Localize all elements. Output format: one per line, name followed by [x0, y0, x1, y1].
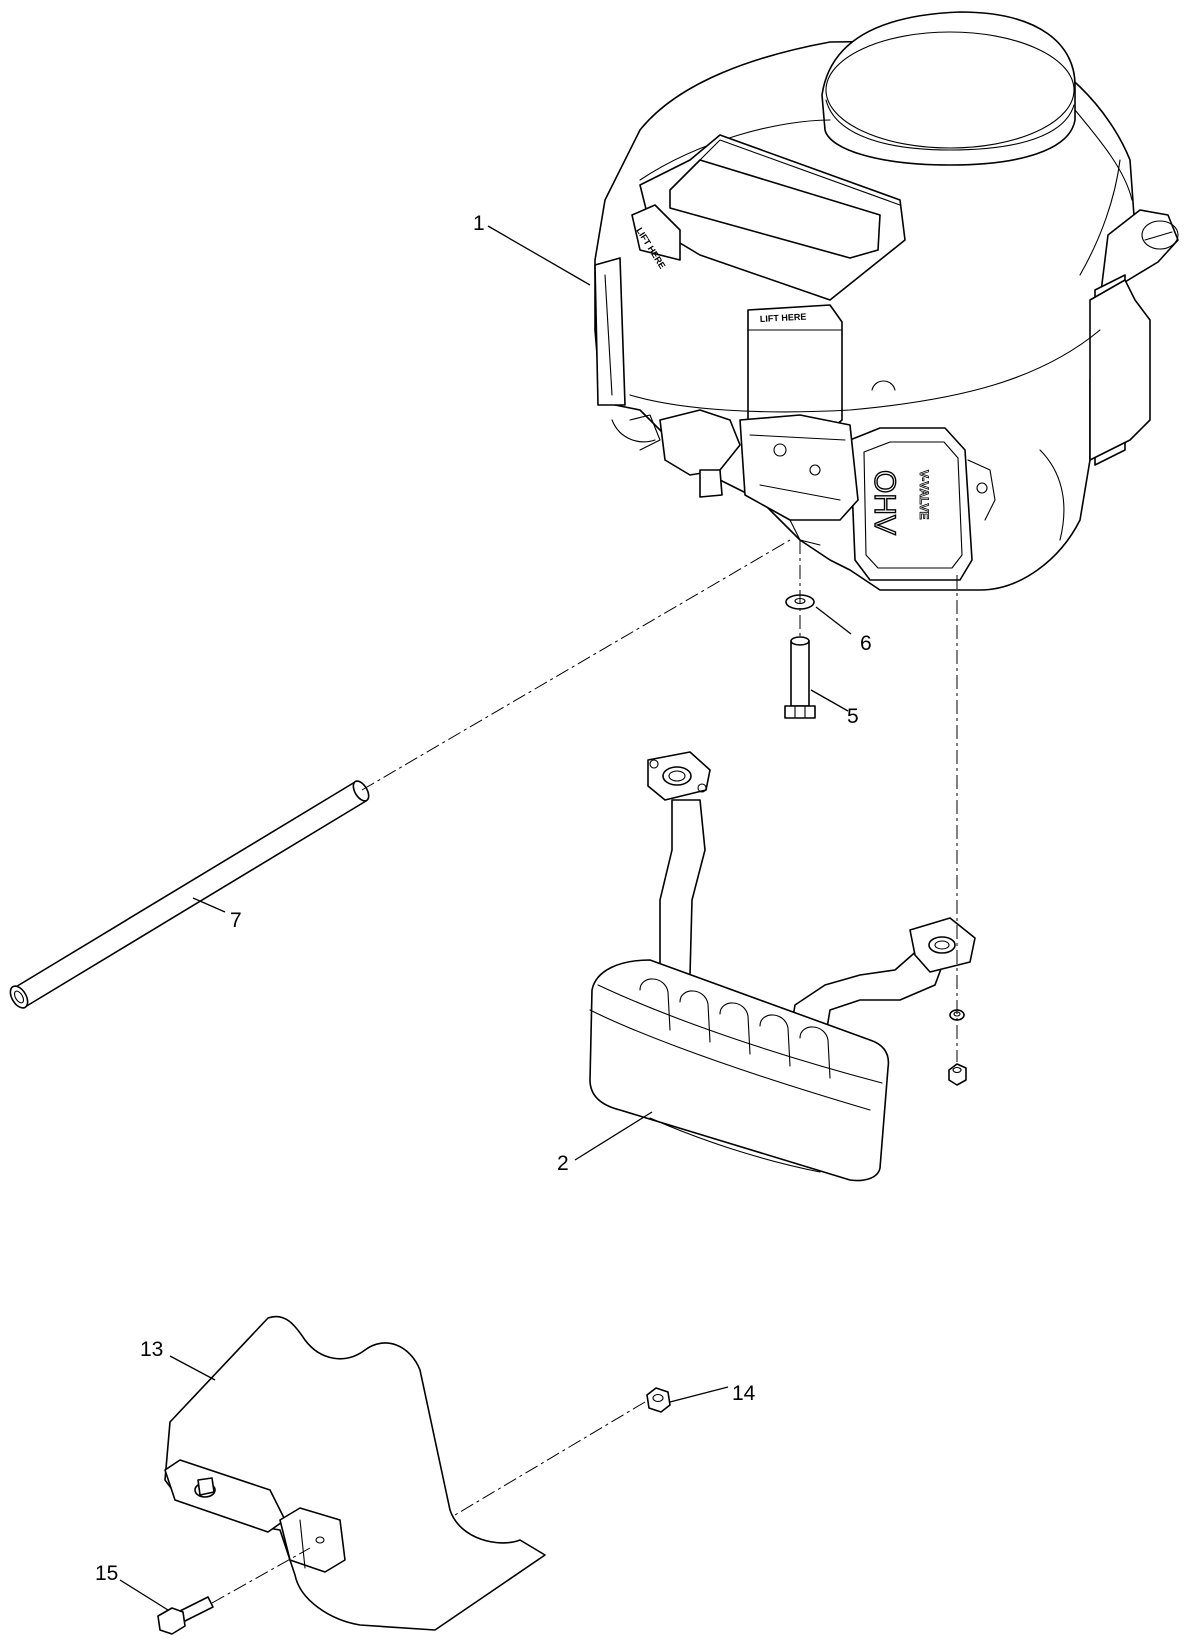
- bolt: [784, 636, 816, 719]
- tube: [9, 780, 370, 1009]
- callout-bolt: 5: [847, 705, 859, 728]
- leader-shield-nut: [669, 1386, 729, 1403]
- callout-shield-nut: 14: [732, 1382, 756, 1405]
- callout-muffler: 2: [557, 1152, 569, 1175]
- leader-washer: [815, 606, 852, 635]
- callout-heat-shield: 13: [140, 1338, 163, 1361]
- leader-bolt: [810, 689, 849, 712]
- callout-shield-bolt: 15: [95, 1562, 118, 1585]
- v-valve-decal: V-VALVE: [917, 470, 931, 520]
- ohv-decal: OHV: [868, 470, 901, 535]
- phantom-line-shield-bolt: [211, 1547, 311, 1604]
- callout-tube: 7: [230, 909, 242, 932]
- leader-shield-bolt: [119, 1579, 169, 1611]
- lift-here-front-decal: LIFT HERE: [760, 312, 807, 324]
- shield-bolt: [157, 1596, 214, 1635]
- leader-muffler: [574, 1111, 653, 1161]
- callout-engine: 1: [473, 212, 485, 235]
- shield-nut: [646, 1387, 671, 1413]
- heat-shield: [164, 1315, 546, 1631]
- leader-engine: [487, 225, 591, 286]
- muffler: [589, 751, 976, 1182]
- phantom-line-tube: [361, 539, 791, 791]
- callout-washer: 6: [860, 632, 872, 655]
- phantom-line-shield-nut: [454, 1401, 646, 1516]
- engine: LIFT HERE LIFT HERE OHV V-VALVE: [594, 11, 1179, 591]
- leader-tube: [192, 897, 226, 913]
- stud-nut: [948, 1063, 967, 1086]
- leader-heat-shield: [169, 1355, 216, 1381]
